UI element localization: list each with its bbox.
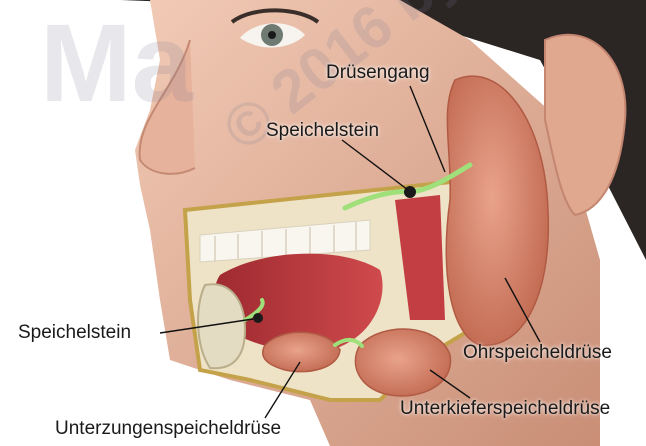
label-stone-upper: Speichelstein [266,120,379,142]
label-duct: Drüsengang [326,62,430,84]
pupil [268,31,276,39]
label-stone-lower: Speichelstein [18,322,131,344]
submandibular-gland [355,329,450,396]
label-parotid: Ohrspeicheldrüse [463,342,612,364]
sublingual-gland [263,332,340,371]
label-sublingual: Unterzungenspeicheldrüse [55,418,281,440]
label-submandibular: Unterkieferspeicheldrüse [400,398,610,420]
salivary-stone-lower [253,313,263,323]
